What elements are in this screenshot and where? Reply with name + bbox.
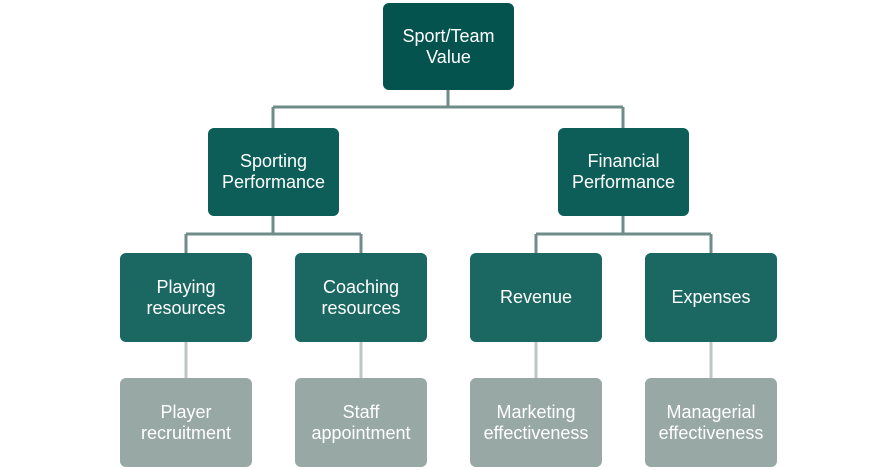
coaching-resources-node: Coaching resources: [295, 253, 427, 342]
financial-connector: [534, 216, 713, 253]
player-recruitment-node: Player recruitment: [120, 378, 252, 467]
root-connector: [271, 90, 625, 128]
financial-performance-node: Financial Performance: [558, 128, 689, 216]
sporting-connector: [184, 216, 363, 253]
managerial-effectiveness-node: Managerial effectiveness: [645, 378, 777, 467]
root-node: Sport/Team Value: [383, 3, 514, 90]
playing-resources-node: Playing resources: [120, 253, 252, 342]
marketing-effectiveness-node: Marketing effectiveness: [470, 378, 602, 467]
staff-appointment-node: Staff appointment: [295, 378, 427, 467]
leaf-connectors: [184, 342, 713, 378]
expenses-node: Expenses: [645, 253, 777, 342]
revenue-node: Revenue: [470, 253, 602, 342]
sporting-performance-node: Sporting Performance: [208, 128, 339, 216]
